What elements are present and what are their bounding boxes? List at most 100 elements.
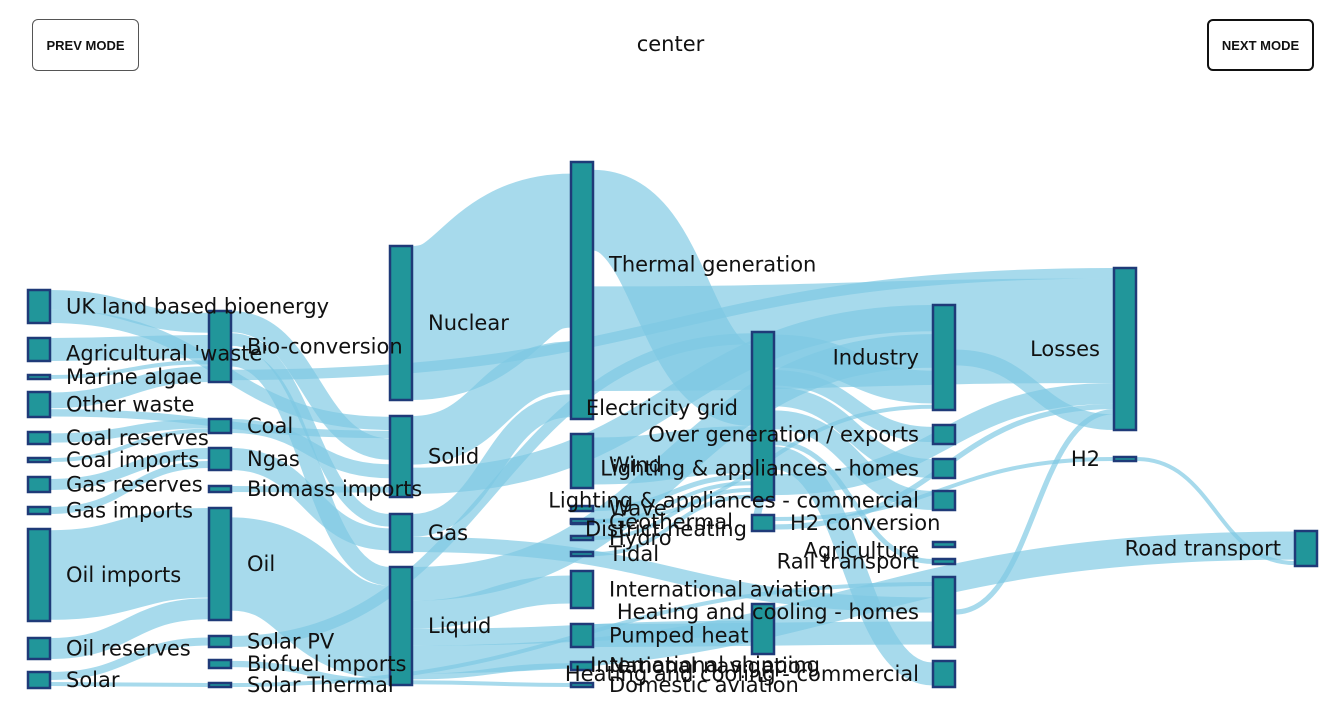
link-liquid-to-national-navigation[interactable] — [411, 663, 572, 680]
link-h2-to-road-transport[interactable] — [1135, 457, 1296, 566]
link-other-waste-to-bio-conversion[interactable] — [49, 366, 210, 409]
link-biomass-imports-to-solid[interactable] — [230, 486, 391, 493]
link-wind-to-electricity-grid[interactable] — [592, 426, 753, 485]
node-oil[interactable] — [207, 506, 233, 622]
node-losses[interactable] — [1112, 266, 1138, 432]
node-international-aviation[interactable] — [569, 569, 595, 610]
node-electricity-grid[interactable] — [750, 330, 776, 502]
link-bio-conversion-to-gas[interactable] — [230, 333, 391, 527]
node-label-international-aviation: International aviation — [609, 578, 834, 602]
node-solar-pv[interactable] — [207, 634, 233, 649]
link-nuclear-to-thermal-generation[interactable] — [407, 173, 576, 400]
node-label-bio-conversion: Bio-conversion — [247, 335, 403, 359]
link-oil-to-liquid[interactable] — [228, 517, 393, 679]
node-ngas[interactable] — [207, 446, 233, 472]
node-label-lighting-and-appliances-homes: Lighting & appliances - homes — [600, 457, 919, 481]
node-thermal-generation[interactable] — [569, 160, 595, 421]
node-wave[interactable] — [569, 504, 595, 513]
node-district-heating[interactable] — [569, 517, 595, 525]
link-liquid-to-road-transport[interactable] — [411, 531, 1296, 674]
link-electricity-grid-to-heating-and-cooling-commercial[interactable] — [772, 446, 935, 686]
link-marine-algae-to-bio-conversion[interactable] — [49, 360, 210, 379]
node-label-gas-reserves: Gas reserves — [66, 473, 203, 497]
node-other-waste[interactable] — [26, 390, 52, 419]
link-oil-imports-to-oil[interactable] — [49, 508, 210, 620]
node-label-district-heating: District heating — [585, 517, 747, 541]
node-marine-algae[interactable] — [26, 373, 52, 381]
node-h2-conversion[interactable] — [750, 513, 776, 533]
mode-label: center — [636, 32, 705, 56]
link-wave-to-electricity-grid[interactable] — [592, 473, 753, 511]
node-heating-and-cooling-commercial[interactable] — [931, 659, 957, 689]
node-domestic-aviation[interactable] — [569, 681, 595, 689]
node-solid[interactable] — [388, 414, 414, 499]
node-label-lighting-and-appliances-commercial: Lighting & appliances - commercial — [548, 489, 919, 513]
link-hydro-to-electricity-grid[interactable] — [592, 487, 753, 540]
node-uk-land-based-bioenergy[interactable] — [26, 288, 52, 325]
link-liquid-to-international-aviation[interactable] — [411, 575, 572, 629]
node-oil-reserves[interactable] — [26, 636, 52, 661]
prev-mode-button[interactable]: PREV MODE — [32, 19, 139, 71]
node-biofuel-imports[interactable] — [207, 658, 233, 670]
node-oil-imports[interactable] — [26, 527, 52, 623]
link-electricity-grid-to-rail-transport[interactable] — [773, 440, 934, 564]
links-layer — [49, 169, 1296, 687]
node-tidal[interactable] — [569, 550, 595, 558]
link-ngas-to-gas[interactable] — [230, 448, 391, 551]
link-oil-reserves-to-oil[interactable] — [49, 598, 210, 659]
link-thermal-generation-to-losses[interactable] — [592, 278, 1115, 391]
link-electricity-grid-to-over-generation-exports[interactable] — [773, 370, 934, 443]
node-over-generation-exports[interactable] — [931, 423, 957, 446]
link-gas-reserves-to-ngas[interactable] — [49, 448, 210, 490]
node-coal[interactable] — [207, 417, 233, 435]
link-coal-reserves-to-coal[interactable] — [49, 419, 210, 443]
node-bio-conversion[interactable] — [207, 309, 233, 384]
node-road-transport[interactable] — [1293, 529, 1319, 568]
node-national-navigation[interactable] — [569, 660, 595, 672]
link-coal-to-solid[interactable] — [230, 419, 391, 479]
node-hydro[interactable] — [569, 534, 595, 542]
node-lighting-and-appliances-homes[interactable] — [931, 457, 957, 480]
node-label-oil-imports: Oil imports — [66, 563, 181, 587]
next-mode-button[interactable]: NEXT MODE — [1207, 19, 1314, 71]
link-gas-to-thermal-generation[interactable] — [411, 394, 572, 537]
link-uk-land-based-bioenergy-to-bio-conversion[interactable] — [49, 290, 210, 333]
link-biofuel-imports-to-liquid[interactable] — [230, 660, 391, 686]
node-agriculture[interactable] — [931, 540, 957, 549]
node-agricultural-waste[interactable] — [26, 336, 52, 363]
node-lighting-and-appliances-commercial[interactable] — [931, 489, 957, 512]
node-heating-and-cooling-homes[interactable] — [931, 575, 957, 649]
link-tidal-to-electricity-grid[interactable] — [592, 494, 753, 556]
node-label-oil: Oil — [247, 552, 275, 576]
node-pumped-heat[interactable] — [569, 622, 595, 649]
link-solar-to-solar-thermal[interactable] — [49, 682, 210, 687]
link-electricity-grid-to-lighting-and-appliances-commercial[interactable] — [773, 410, 934, 510]
link-solar-to-solar-pv[interactable] — [49, 637, 210, 680]
link-bio-conversion-to-solid[interactable] — [230, 311, 391, 460]
node-coal-reserves[interactable] — [26, 430, 52, 446]
link-coal-imports-to-coal[interactable] — [49, 428, 210, 462]
node-liquid[interactable] — [388, 565, 414, 687]
node-gas-imports[interactable] — [26, 505, 52, 516]
node-solar-thermal[interactable] — [207, 681, 233, 689]
node-rail-transport[interactable] — [931, 557, 957, 566]
link-solid-to-thermal-generation[interactable] — [410, 341, 573, 465]
node-label-heating-and-cooling-commercial: Heating and cooling - commercial — [565, 662, 919, 686]
node-nuclear[interactable] — [388, 244, 414, 402]
link-agricultural-waste-to-bio-conversion[interactable] — [49, 335, 210, 361]
link-gas-imports-to-ngas[interactable] — [49, 461, 210, 514]
node-wind[interactable] — [569, 432, 595, 490]
node-gas[interactable] — [388, 512, 414, 554]
node-industry[interactable] — [931, 303, 957, 412]
link-industry-to-losses[interactable] — [954, 349, 1115, 430]
link-bio-conversion-to-liquid[interactable] — [229, 347, 392, 586]
node-gas-reserves[interactable] — [26, 475, 52, 494]
link-liquid-to-domestic-aviation[interactable] — [411, 680, 572, 687]
node-h2[interactable] — [1112, 455, 1138, 463]
node-international-shipping[interactable] — [750, 602, 776, 656]
node-label-pumped-heat: Pumped heat — [609, 624, 749, 648]
node-coal-imports[interactable] — [26, 456, 52, 464]
link-electricity-grid-to-industry[interactable] — [773, 334, 934, 404]
node-solar[interactable] — [26, 670, 52, 690]
node-biomass-imports[interactable] — [207, 484, 233, 494]
